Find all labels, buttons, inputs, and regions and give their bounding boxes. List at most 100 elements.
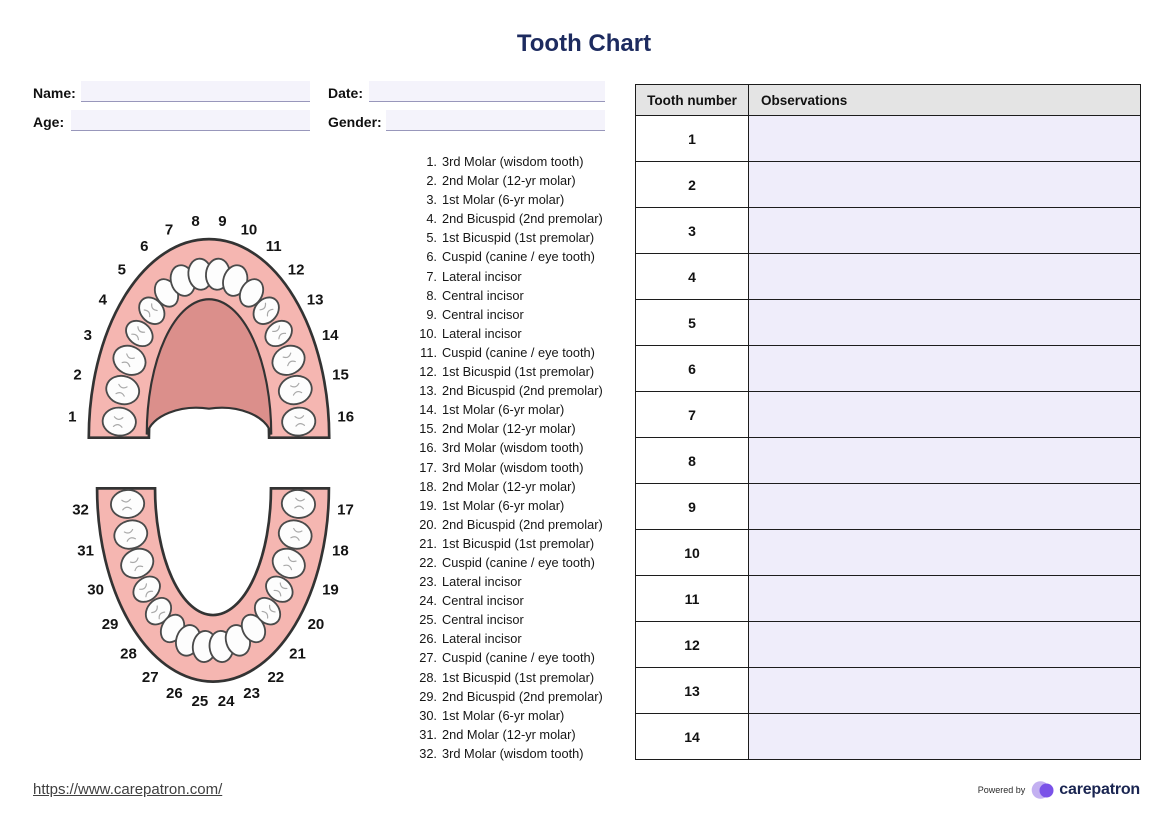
tooth-number-cell: 2 [635, 161, 749, 208]
observation-cell[interactable] [748, 483, 1141, 530]
date-label: Date: [328, 85, 364, 101]
tooth-number-label: 4 [99, 292, 108, 309]
tooth-list-item: 7.Lateral incisor [413, 267, 633, 286]
tooth-list-item: 27.Cuspid (canine / eye tooth) [413, 648, 633, 667]
tooth-number-label: 19 [322, 581, 339, 598]
tooth-list-label: Lateral incisor [442, 631, 522, 647]
observation-cell[interactable] [748, 345, 1141, 392]
tooth-number-cell: 14 [635, 713, 749, 760]
tooth-fissure-lines [294, 415, 306, 427]
name-label: Name: [33, 85, 76, 101]
tooth-list-item: 13.2nd Bicuspid (2nd premolar) [413, 381, 633, 400]
age-input[interactable] [71, 110, 310, 131]
table-row: 1 [635, 115, 1141, 162]
observation-cell[interactable] [748, 437, 1141, 484]
tooth-list-number: 21. [419, 535, 437, 551]
observation-cell[interactable] [748, 253, 1141, 300]
tooth-fissure-lines [143, 303, 158, 318]
gender-input[interactable] [386, 110, 605, 131]
tooth-list-label: 3rd Molar (wisdom tooth) [442, 745, 584, 761]
tooth-list-label: Cuspid (canine / eye tooth) [442, 344, 595, 360]
tooth-number-cell: 4 [635, 253, 749, 300]
tooth-number-label: 1 [68, 409, 76, 426]
tooth-list-item: 28.1st Bicuspid (1st premolar) [413, 668, 633, 687]
tooth-number-header: Tooth number [635, 84, 749, 116]
table-row: 13 [635, 667, 1141, 714]
tooth-list-item: 23.Lateral incisor [413, 572, 633, 591]
tooth-list-number: 11. [420, 344, 437, 360]
powered-by-label: Powered by [977, 785, 1026, 795]
tooth-fissure-lines [131, 326, 146, 341]
date-input[interactable] [369, 81, 605, 102]
tooth-list-label: 3rd Molar (wisdom tooth) [442, 459, 584, 475]
tooth-shape [105, 374, 141, 406]
lower-gum-band [95, 487, 331, 683]
tooth-shape [280, 489, 316, 519]
table-row: 3 [635, 207, 1141, 254]
tooth-fissure-lines [290, 527, 303, 541]
observation-cell[interactable] [748, 207, 1141, 254]
tooth-list-number: 28. [419, 669, 437, 685]
tooth-fissure-lines [121, 498, 132, 511]
tooth-list-label: 2nd Molar (12-yr molar) [442, 173, 576, 189]
tooth-list-number: 19. [419, 497, 437, 513]
tooth-list-item: 19.1st Molar (6-yr molar) [413, 496, 633, 515]
observation-cell[interactable] [748, 299, 1141, 346]
tooth-number-label: 25 [192, 693, 209, 710]
tooth-number-label: 31 [77, 543, 94, 560]
table-row: 9 [635, 483, 1141, 530]
tooth-list-label: 2nd Bicuspid (2nd premolar) [442, 383, 603, 399]
tooth-number-label: 14 [322, 327, 339, 344]
tooth-number-label: 24 [218, 693, 235, 710]
tooth-fissure-lines [261, 604, 276, 619]
table-row: 12 [635, 621, 1141, 668]
tooth-list-label: 1st Bicuspid (1st premolar) [442, 535, 595, 551]
lower-teeth [110, 489, 316, 663]
tooth-number-label: 27 [142, 669, 159, 686]
website-link[interactable]: https://www.carepatron.com/ [33, 781, 223, 798]
tooth-fissure-lines [272, 325, 287, 340]
observation-cell[interactable] [748, 161, 1141, 208]
tooth-list-label: 3rd Molar (wisdom tooth) [442, 440, 584, 456]
tooth-list-item: 31.2nd Molar (12-yr molar) [413, 725, 633, 744]
observation-cell[interactable] [748, 713, 1141, 760]
observation-cell[interactable] [748, 575, 1141, 622]
upper-palate [145, 298, 273, 435]
tooth-shape [277, 519, 313, 550]
observation-cell[interactable] [748, 529, 1141, 576]
tooth-name-list: 1.3rd Molar (wisdom tooth)2.2nd Molar (1… [413, 152, 633, 763]
tooth-list-label: 2nd Bicuspid (2nd premolar) [442, 211, 603, 227]
tooth-fissure-lines [290, 382, 303, 396]
tooth-list-item: 3.1st Molar (6-yr molar) [413, 190, 633, 209]
table-row: 4 [635, 253, 1141, 300]
name-input[interactable] [81, 81, 310, 102]
tooth-number-cell: 11 [635, 575, 749, 622]
powered-by-block: Powered by carepatron [978, 778, 1140, 802]
observation-cell[interactable] [748, 115, 1141, 162]
tooth-list-item: 8.Central incisor [413, 286, 633, 305]
tooth-number-label: 18 [332, 543, 349, 560]
gender-label: Gender: [328, 114, 382, 130]
tooth-list-number: 3. [426, 192, 437, 208]
observation-cell[interactable] [748, 391, 1141, 438]
tooth-number-label: 15 [332, 367, 349, 384]
tooth-list-item: 26.Lateral incisor [413, 629, 633, 648]
observation-cell[interactable] [748, 621, 1141, 668]
carepatron-logo-text: carepatron [1059, 781, 1140, 798]
tooth-list-number: 7. [426, 268, 437, 284]
tooth-shape [281, 406, 317, 437]
observation-cell[interactable] [748, 667, 1141, 714]
tooth-list-label: 2nd Bicuspid (2nd premolar) [442, 688, 603, 704]
tooth-shape [101, 406, 137, 437]
tooth-list-item: 11. Cuspid (canine / eye tooth) [413, 343, 633, 362]
tooth-list-label: Central incisor [442, 612, 524, 628]
tooth-shape [112, 344, 147, 376]
tooth-list-number: 1. [426, 154, 437, 169]
tooth-fissure-lines [283, 556, 297, 571]
tooth-fissure-lines [123, 528, 137, 542]
table-row: 8 [635, 437, 1141, 484]
table-row: 14 [635, 713, 1141, 760]
